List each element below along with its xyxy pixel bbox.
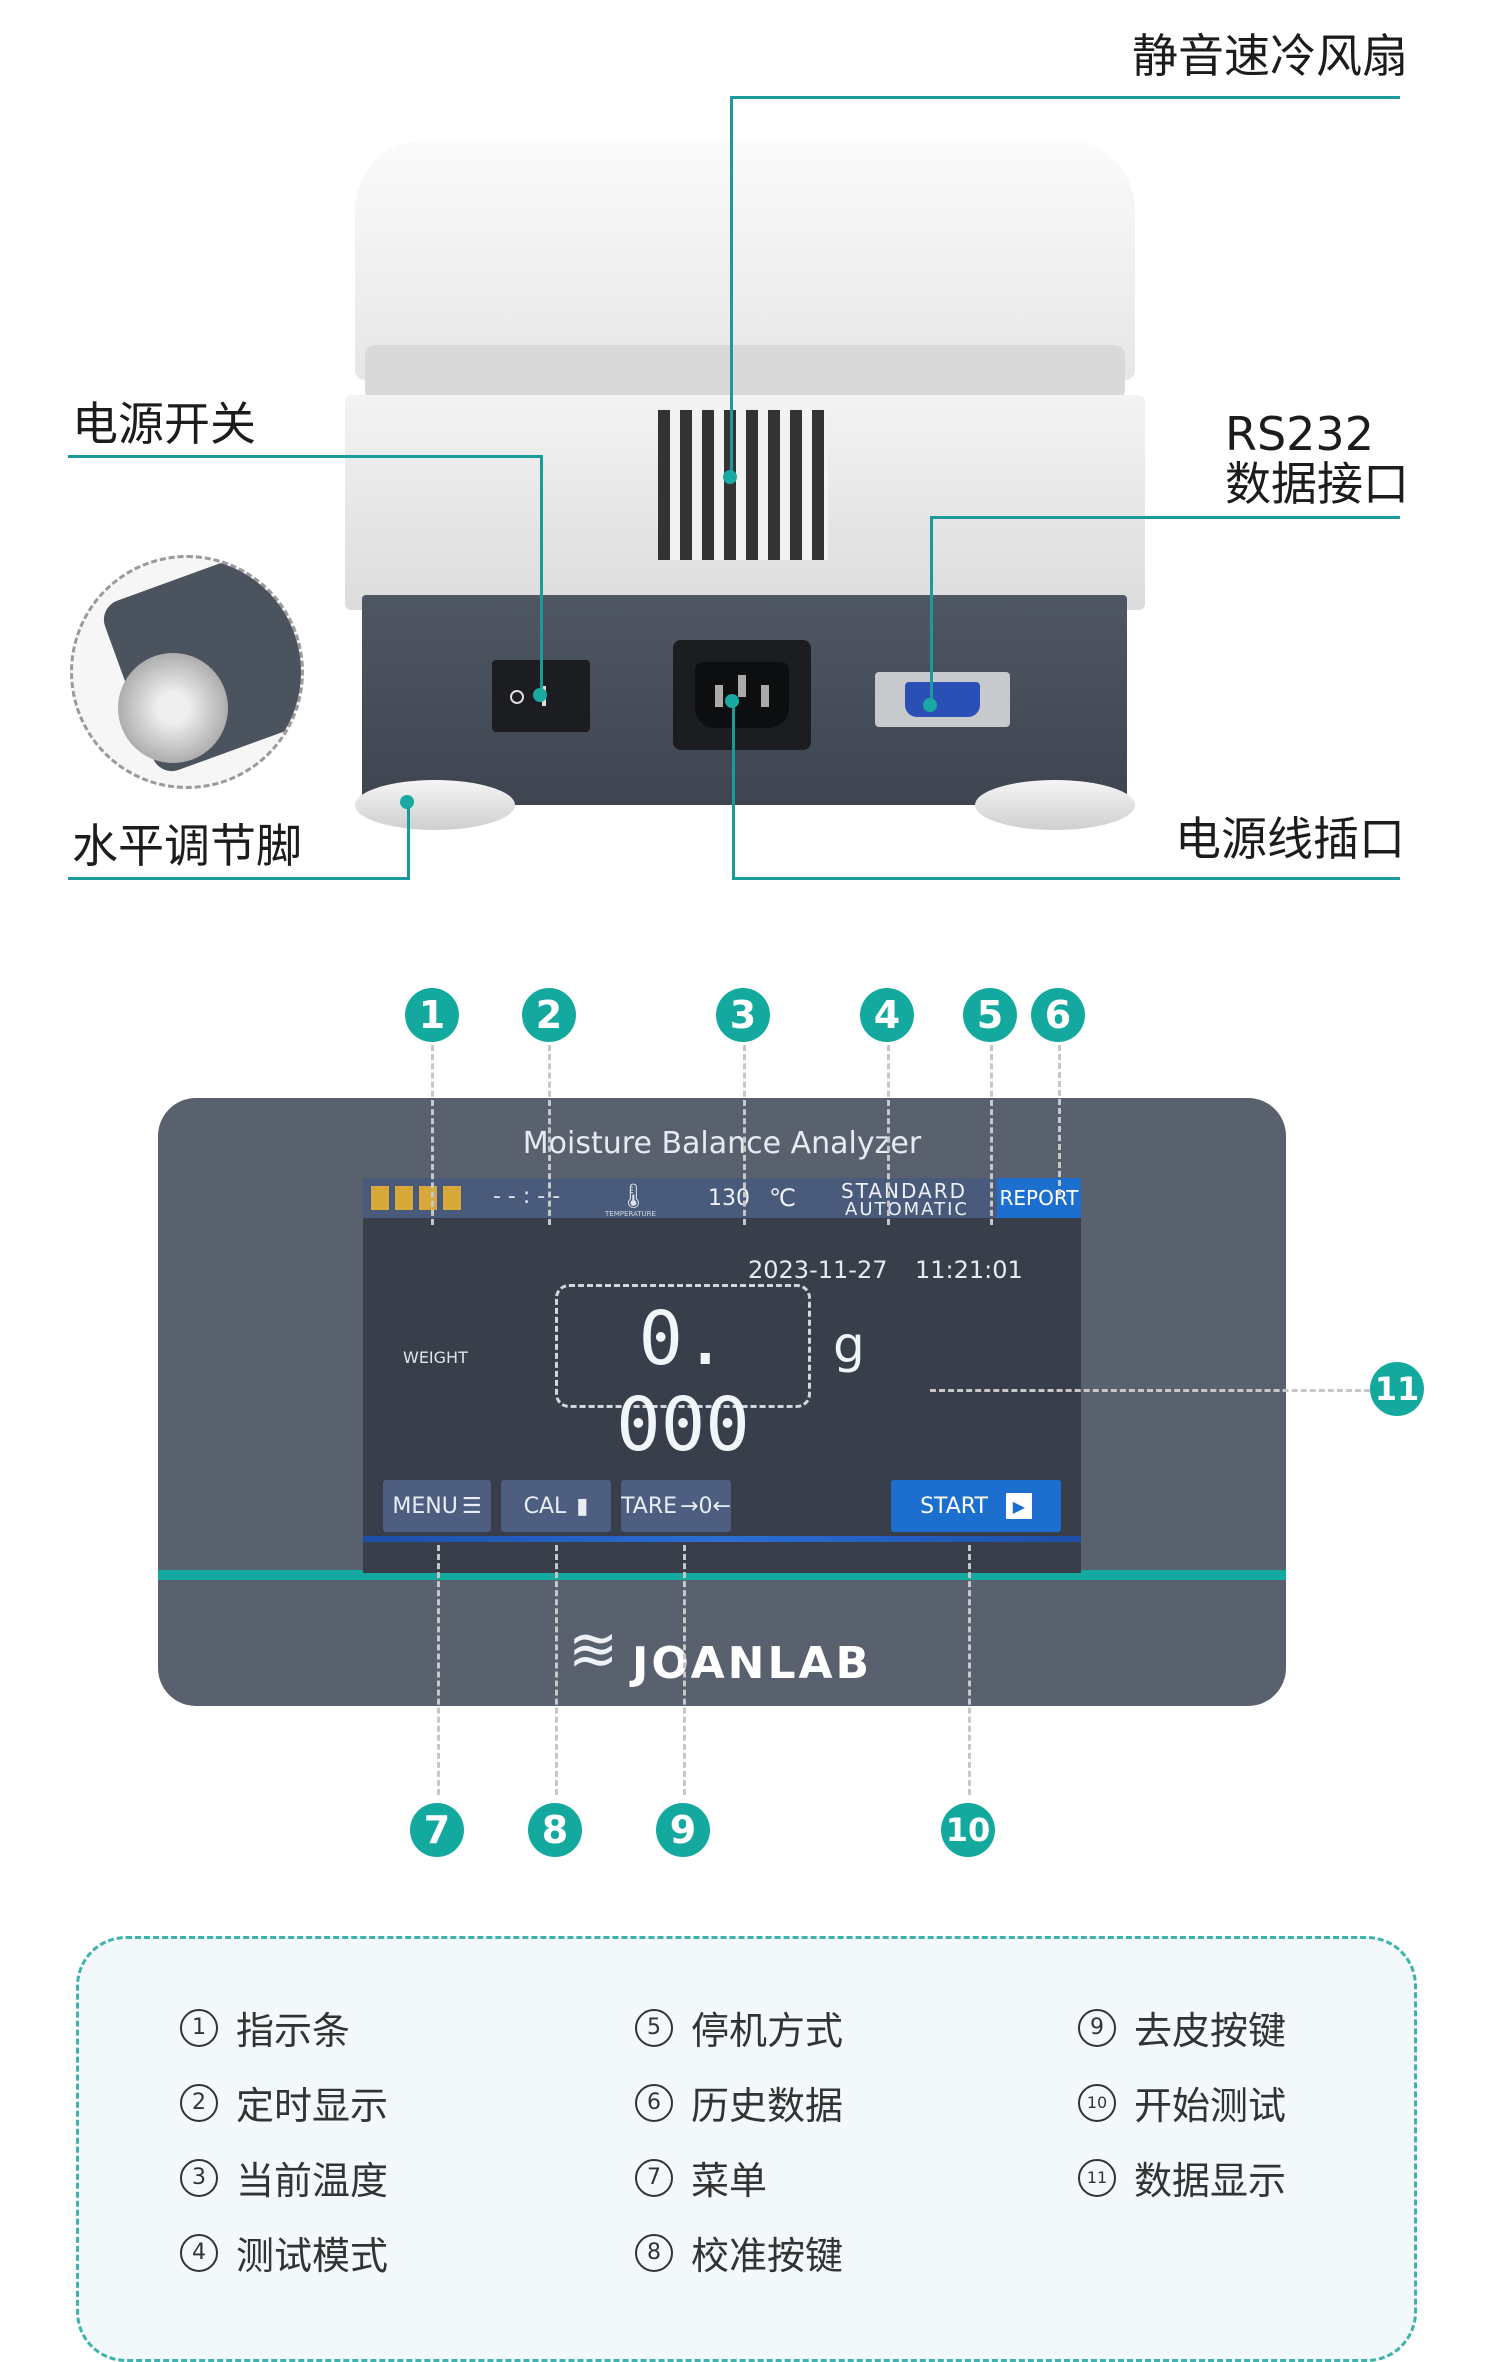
tare-zero-icon: →0← <box>680 1493 731 1519</box>
cal-label: CAL <box>523 1493 567 1519</box>
brand-name: JOANLAB <box>632 1638 873 1689</box>
rs232-port[interactable] <box>875 672 1010 727</box>
thermometer-icon: 🌡 <box>618 1182 649 1210</box>
power-socket[interactable] <box>673 640 811 750</box>
start-button[interactable]: START ▶ <box>891 1480 1061 1532</box>
foot-zoom-inset <box>70 555 304 789</box>
badge-5: 5 <box>963 988 1017 1042</box>
level-foot-callout: 水平调节脚 <box>72 819 302 873</box>
weight-box <box>555 1284 811 1408</box>
badge-11: 11 <box>1370 1362 1424 1416</box>
menu-icon: ☰ <box>461 1493 482 1519</box>
power-switch-callout: 电源开关 <box>72 397 256 451</box>
start-label: START <box>920 1493 988 1519</box>
legend-box <box>76 1936 1417 2362</box>
time-display: 11:21:01 <box>915 1256 1023 1284</box>
weight-unit: g <box>833 1316 865 1374</box>
fan-vent <box>658 410 828 560</box>
rs232-callout-bottom: 数据接口 <box>1225 457 1409 511</box>
badge-7: 7 <box>410 1803 464 1857</box>
report-button[interactable]: REPORT <box>997 1178 1081 1218</box>
tare-label: TARE <box>621 1493 678 1519</box>
panel-teal-stripe <box>158 1570 1286 1580</box>
weight-label: WEIGHT <box>403 1348 468 1367</box>
badge-9: 9 <box>656 1803 710 1857</box>
power-socket-callout: 电源线插口 <box>1175 812 1405 866</box>
badge-2: 2 <box>522 988 576 1042</box>
temperature-unit: ℃ <box>769 1184 796 1212</box>
menu-label: MENU <box>392 1493 458 1519</box>
device-lid <box>355 140 1135 380</box>
brand-logo-icon: ≋ <box>568 1615 619 1685</box>
screen-title: Moisture Balance Analyzer <box>522 1126 922 1161</box>
level-foot-right <box>975 780 1135 830</box>
badge-4: 4 <box>860 988 914 1042</box>
weight-icon: ▮ <box>576 1493 589 1519</box>
status-bar <box>363 1178 1081 1218</box>
badge-8: 8 <box>528 1803 582 1857</box>
badge-1: 1 <box>405 988 459 1042</box>
timer-display: - - : - - <box>493 1184 561 1209</box>
mode-automatic: AUTOMATIC <box>845 1199 969 1220</box>
menu-button[interactable]: MENU ☰ <box>383 1480 491 1532</box>
device-hinge <box>365 345 1125 400</box>
cal-button[interactable]: CAL ▮ <box>501 1480 611 1532</box>
badge-3: 3 <box>716 988 770 1042</box>
badge-6: 6 <box>1031 988 1085 1042</box>
indicator-bar <box>371 1186 481 1210</box>
mode-standard: STANDARD <box>841 1179 968 1203</box>
date-display: 2023-11-27 <box>748 1256 888 1284</box>
weight-value: 0. 000 <box>616 1296 750 1468</box>
play-icon: ▶ <box>1005 1493 1032 1519</box>
fan-callout: 静音速冷风扇 <box>1132 29 1408 83</box>
tare-button[interactable]: TARE →0← <box>621 1480 731 1532</box>
screen: Moisture Balance Analyzer - - : - - 🌡 TE… <box>363 1126 1081 1573</box>
badge-10: 10 <box>941 1803 995 1857</box>
level-foot-left <box>355 780 515 830</box>
device-rear-illustration: 静音速冷风扇 电源开关 RS232 数据接口 水平调节脚 电源线插口 <box>0 0 1500 900</box>
temperature-caption: TEMPERATURE <box>605 1210 656 1218</box>
rs232-callout-top: RS232 <box>1225 407 1374 461</box>
